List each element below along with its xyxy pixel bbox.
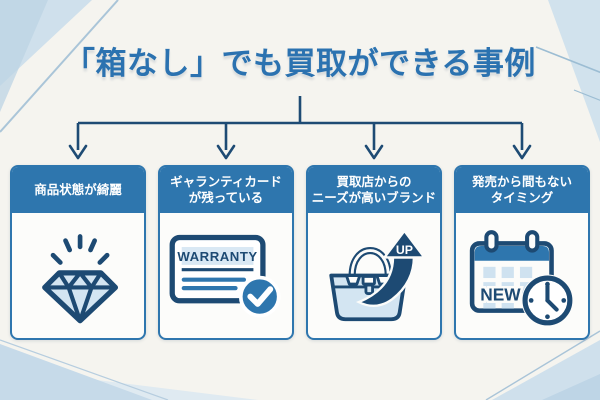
card-header-clean-condition: 商品状態が綺麗 — [12, 167, 144, 213]
card-clean-condition: 商品状態が綺麗 — [10, 165, 146, 340]
card-header-line2: タイミング — [490, 191, 554, 205]
card-header-high-demand-brand: 買取店からの ニーズが高いブランド — [308, 167, 440, 213]
handbag-trend-up-icon: UP — [329, 228, 427, 321]
corner-wedge-bottom-right — [492, 340, 600, 400]
corner-line-bottom-right — [485, 330, 600, 400]
corner-line-top-right — [535, 46, 600, 74]
up-arrow-swoosh — [355, 255, 416, 307]
card-warranty-card: ギャランティカード が残っている WARRANTY — [158, 165, 294, 340]
card-release-timing: 発売から間もない タイミング NEW NEW — [454, 165, 590, 340]
up-arrow-head — [382, 228, 427, 259]
corner-line-top-left — [0, 0, 119, 133]
card-body-clean-condition — [12, 213, 144, 338]
arrowhead-icon — [364, 144, 384, 160]
corner-wedge-top-left-inner — [0, 0, 48, 112]
card-body-release-timing: NEW NEW — [456, 213, 588, 338]
arrowhead-icon — [68, 144, 88, 160]
card-body-warranty-card: WARRANTY — [160, 213, 292, 338]
card-header-line1: 商品状態が綺麗 — [34, 182, 122, 197]
page-title: 「箱なし」でも買取ができる事例 — [64, 46, 536, 81]
card-high-demand-brand: 買取店からの ニーズが高いブランド — [306, 165, 442, 340]
card-header-line1: 発売から間もない — [471, 174, 572, 189]
corner-wedge-bottom-left — [0, 344, 152, 400]
corner-line-top-right-2 — [573, 89, 600, 101]
corner-wedge-top-right — [548, 0, 600, 142]
checkmark-icon — [247, 285, 274, 307]
warranty-card-icon: WARRANTY — [169, 234, 281, 317]
check-circle-icon — [238, 275, 281, 317]
arrowhead-icon — [216, 144, 236, 160]
corner-line-bottom-left — [0, 339, 169, 400]
card-header-line1: ギャランティカード — [170, 174, 282, 189]
card-header-line1: 買取店からの — [336, 174, 412, 189]
up-label: UP — [396, 243, 413, 257]
diamond-icon — [42, 233, 119, 323]
flow-connector — [68, 96, 532, 160]
cards-row: 商品状態が綺麗 — [10, 165, 590, 340]
new-label-halo: NEW — [480, 284, 521, 304]
new-label: NEW — [480, 284, 521, 304]
card-header-warranty-card: ギャランティカード が残っている — [160, 167, 292, 213]
card-header-line2: ニーズが高いブランド — [311, 191, 437, 205]
warranty-label: WARRANTY — [177, 249, 257, 264]
corner-wedge-bottom-right-inner — [542, 374, 600, 400]
card-header-line2: が残っている — [188, 191, 264, 205]
arrowhead-icon — [512, 144, 532, 160]
calendar-clock-icon: NEW NEW — [469, 229, 574, 326]
card-body-high-demand-brand: UP — [308, 213, 440, 338]
card-header-release-timing: 発売から間もない タイミング — [456, 167, 588, 213]
